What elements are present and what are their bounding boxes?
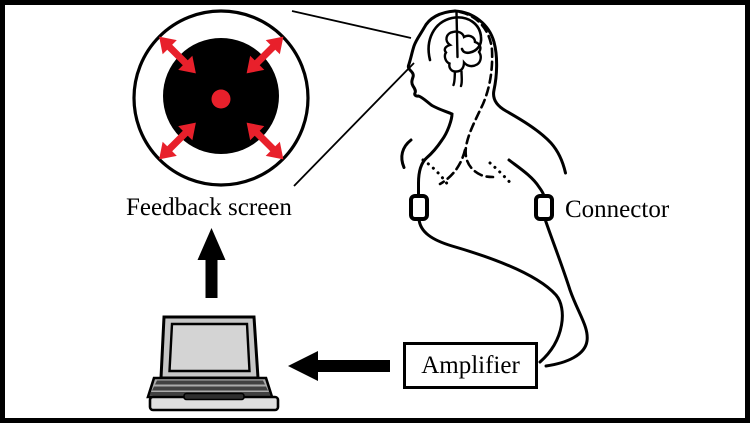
hidden-wire-dotted-right xyxy=(488,161,512,185)
right-connector-icon xyxy=(534,194,554,221)
callout-line-top xyxy=(291,10,412,39)
brain-cerebellum-outline xyxy=(443,30,482,73)
arrow-laptop-to-screen-icon xyxy=(197,228,226,298)
electrode-lead-line xyxy=(455,10,459,59)
wire-left-connector-to-amplifier xyxy=(417,217,564,364)
implant-cable-dashed-left-branch xyxy=(438,148,467,186)
feedback-screen-label: Feedback screen xyxy=(126,194,292,221)
laptop-touchpad xyxy=(183,392,245,401)
laptop-display xyxy=(168,322,251,373)
brain-cerebrum-outline xyxy=(427,16,483,62)
hidden-wire-dotted-left xyxy=(421,158,450,187)
arrow-amplifier-to-laptop-icon xyxy=(288,351,390,381)
feedback-screen-graphic xyxy=(132,9,310,187)
laptop-icon xyxy=(146,315,280,412)
amplifier-label: Amplifier xyxy=(421,351,520,379)
left-shoulder-outline xyxy=(400,138,413,169)
left-connector-icon xyxy=(409,194,429,221)
callout-lines xyxy=(291,10,415,187)
wire-right-connector-to-amplifier xyxy=(543,217,589,368)
expanding-arrows xyxy=(152,29,291,167)
implant-cable-dashed xyxy=(458,10,495,179)
face-profile-outline xyxy=(406,9,457,198)
fixation-dot xyxy=(211,89,231,109)
callout-line-bottom xyxy=(293,62,415,187)
flow-arrows xyxy=(197,228,390,381)
amplifier-box: Amplifier xyxy=(403,342,538,389)
head-back-outline xyxy=(453,9,567,175)
brain-stem-lines xyxy=(452,70,464,88)
right-chest-outline xyxy=(507,158,546,198)
human-figure xyxy=(400,9,589,368)
connector-label: Connector xyxy=(565,196,670,223)
